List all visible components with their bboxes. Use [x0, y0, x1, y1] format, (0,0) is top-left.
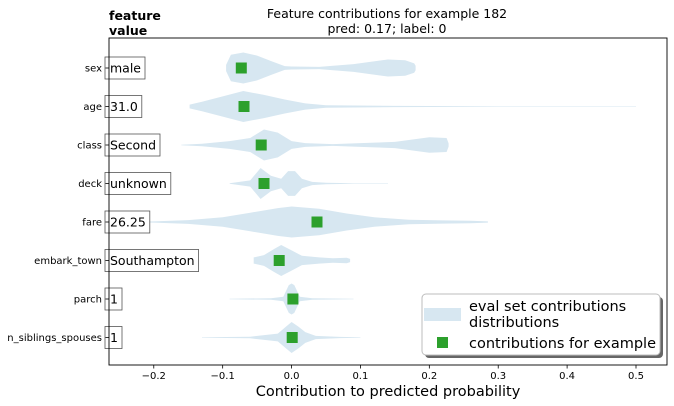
value-box-class — [104, 133, 161, 157]
value-class: Second — [110, 138, 156, 153]
legend-label-line-1: distributions — [469, 315, 559, 331]
legend-box — [421, 293, 661, 356]
x-tick-label-4: 0.2 — [421, 371, 437, 382]
y-tick-label-parch: parch — [74, 295, 102, 306]
x-tick-label-2: 0.0 — [284, 371, 300, 382]
chart-subtitle: pred: 0.17; label: 0 — [328, 21, 447, 36]
violin-age — [189, 91, 636, 122]
y-tick-label-fare: fare — [82, 218, 102, 229]
y-tick-label-age: age — [83, 102, 102, 113]
x-tick-label-5: 0.3 — [490, 371, 506, 382]
x-tick-label-7: 0.5 — [628, 371, 644, 382]
marker-deck — [258, 178, 270, 189]
value-box-sex — [104, 56, 146, 80]
legend-violin-swatch — [424, 308, 461, 321]
y-header-value: value — [109, 23, 147, 38]
value-age: 31.0 — [110, 99, 138, 114]
plot-frame — [108, 37, 668, 366]
legend-label-line-0: eval set contributions — [469, 299, 626, 315]
marker-class — [255, 139, 267, 151]
x-tick-label-6: 0.4 — [559, 371, 575, 382]
value-deck: unknown — [110, 176, 167, 191]
y-header-feature: feature — [109, 8, 161, 23]
y-tick-label-n_siblings_spouses: n_siblings_spouses — [7, 333, 102, 344]
marker-parch — [287, 293, 299, 305]
x-tick-label-3: 0.1 — [352, 371, 368, 382]
marker-sex — [235, 62, 247, 74]
legend-marker-swatch — [437, 337, 448, 348]
value-box-embark_town — [104, 249, 199, 272]
legend-label-example: contributions for example — [469, 336, 656, 352]
y-tick-label-sex: sex — [85, 64, 102, 75]
value-n_siblings_spouses: 1 — [110, 330, 118, 345]
marker-n_siblings_spouses — [286, 332, 298, 343]
violin-fare — [129, 206, 488, 238]
value-box-deck — [104, 172, 172, 195]
marker-age — [238, 101, 250, 112]
violin-layer — [129, 52, 636, 353]
x-tick-label-1: −0.1 — [211, 371, 235, 382]
value-embark_town: Southampton — [110, 253, 195, 268]
marker-embark_town — [273, 255, 285, 266]
value-fare: 26.25 — [110, 215, 146, 230]
marker-layer — [235, 62, 323, 343]
violin-class — [181, 129, 449, 161]
value-box-age — [104, 95, 143, 118]
value-parch: 1 — [110, 292, 118, 307]
y-tick-label-embark_town: embark_town — [34, 256, 102, 267]
violin-n_siblings_spouses — [202, 322, 361, 353]
x-axis-label: Contribution to predicted probability — [256, 384, 521, 400]
violin-sex — [226, 52, 416, 84]
y-tick-label-class: class — [77, 141, 102, 152]
violin-deck — [229, 168, 388, 199]
chart-title: Feature contributions for example 182 — [267, 6, 507, 21]
violin-embark_town — [253, 245, 351, 276]
x-tick-label-0: −0.2 — [142, 371, 166, 382]
x-axis: −0.2 −0.1 0.0 0.1 0.2 0.3 0.4 0.5 — [142, 365, 644, 382]
value-sex: male — [110, 61, 141, 76]
y-tick-label-deck: deck — [78, 179, 102, 190]
value-box-fare — [104, 210, 151, 234]
marker-fare — [311, 216, 323, 228]
